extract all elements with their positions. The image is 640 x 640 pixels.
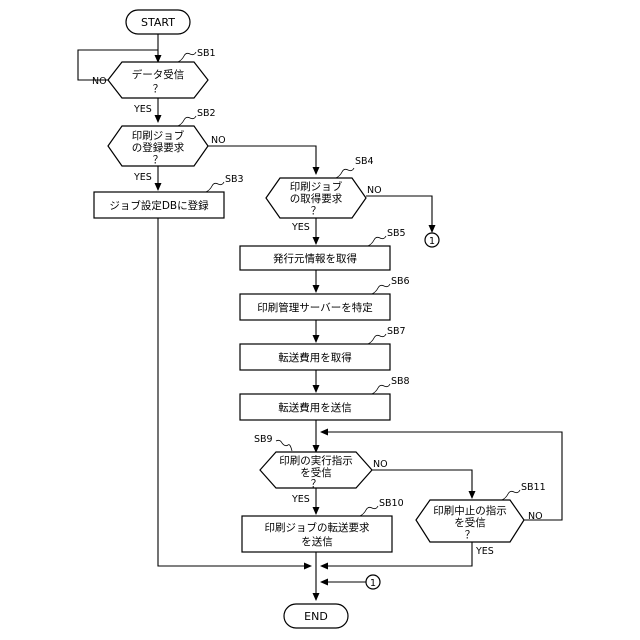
process-sb8: 転送費用を送信 bbox=[240, 394, 390, 420]
start-label: START bbox=[141, 16, 175, 29]
step-tags: SB1 SB2 SB3 SB4 SB5 SB6 SB7 SB8 SB9 SB10… bbox=[178, 48, 546, 516]
start-terminal: START bbox=[126, 10, 190, 34]
arrow-sb4-no-connector bbox=[366, 196, 432, 232]
decision-sb4: 印刷ジョブ の取得要求 ？ bbox=[266, 178, 366, 218]
sb1-line-2: ？ bbox=[153, 83, 164, 95]
sb6-tag: SB6 bbox=[391, 276, 410, 287]
sb1-no-label: NO bbox=[92, 76, 107, 87]
sb9-yes-label: YES bbox=[291, 494, 310, 505]
sb10-tag: SB10 bbox=[379, 498, 404, 509]
sb8-leader bbox=[372, 384, 390, 394]
sb1-leader bbox=[178, 52, 196, 62]
sb4-yes-label: YES bbox=[291, 222, 310, 233]
decision-sb11: 印刷中止の指示 を受信 ？ bbox=[416, 500, 524, 542]
sb3-tag: SB3 bbox=[225, 174, 244, 185]
sb9-line-3: ？ bbox=[311, 478, 322, 490]
process-sb7: 転送費用を取得 bbox=[240, 344, 390, 370]
sb2-no-label: NO bbox=[211, 135, 226, 146]
sb5-tag: SB5 bbox=[387, 228, 406, 239]
decision-sb1: データ受信 ？ bbox=[108, 62, 208, 98]
sb11-line-2: を受信 bbox=[454, 517, 486, 529]
sb11-line-1: 印刷中止の指示 bbox=[433, 504, 507, 517]
sb11-no-label: NO bbox=[528, 511, 543, 522]
connector-in: 1 bbox=[366, 575, 380, 589]
connector-out-label: 1 bbox=[429, 236, 435, 247]
sb5-text: 発行元情報を取得 bbox=[273, 252, 357, 265]
arrow-sb9-sb11 bbox=[370, 470, 472, 498]
process-sb3: ジョブ設定DBに登録 bbox=[94, 192, 224, 218]
sb11-tag: SB11 bbox=[521, 482, 546, 493]
sb6-leader bbox=[372, 284, 390, 294]
sb8-tag: SB8 bbox=[391, 376, 410, 387]
sb9-leader bbox=[276, 440, 292, 451]
sb2-tag: SB2 bbox=[197, 108, 216, 119]
sb4-tag: SB4 bbox=[355, 156, 374, 167]
sb1-line-1: データ受信 bbox=[132, 68, 185, 81]
arrow-sb2-sb4 bbox=[208, 146, 316, 174]
sb3-leader bbox=[206, 182, 224, 192]
connector-out: 1 bbox=[425, 233, 439, 247]
sb2-line-1: 印刷ジョブ bbox=[132, 129, 185, 142]
sb4-no-label: NO bbox=[367, 185, 382, 196]
process-sb5: 発行元情報を取得 bbox=[240, 246, 390, 270]
sb7-text: 転送費用を取得 bbox=[278, 351, 352, 364]
sb10-line-1: 印刷ジョブの転送要求 bbox=[265, 521, 370, 534]
process-sb6: 印刷管理サーバーを特定 bbox=[240, 294, 390, 320]
sb10-line-2: を送信 bbox=[301, 535, 333, 548]
sb2-leader bbox=[178, 116, 196, 126]
sb2-yes-label: YES bbox=[133, 172, 152, 183]
sb5-leader bbox=[368, 236, 386, 246]
sb3-text: ジョブ設定DBに登録 bbox=[109, 199, 209, 212]
sb11-line-3: ？ bbox=[465, 529, 476, 541]
sb9-line-1: 印刷の実行指示 bbox=[279, 454, 353, 467]
sb9-no-label: NO bbox=[373, 459, 388, 470]
end-label: END bbox=[304, 610, 328, 623]
sb7-tag: SB7 bbox=[387, 326, 406, 337]
sb1-yes-label: YES bbox=[133, 104, 152, 115]
end-terminal: END bbox=[284, 604, 348, 628]
sb2-line-3: ？ bbox=[153, 154, 164, 166]
sb7-leader bbox=[368, 334, 386, 344]
sb4-leader bbox=[336, 168, 354, 178]
sb4-line-1: 印刷ジョブ bbox=[290, 180, 343, 193]
decision-sb2: 印刷ジョブ の登録要求 ？ bbox=[108, 126, 208, 166]
sb11-yes-label: YES bbox=[475, 546, 494, 557]
process-sb10: 印刷ジョブの転送要求 を送信 bbox=[242, 516, 392, 552]
sb1-tag: SB1 bbox=[197, 48, 216, 59]
sb4-line-3: ？ bbox=[311, 205, 322, 217]
sb8-text: 転送費用を送信 bbox=[278, 401, 352, 414]
decision-sb9: 印刷の実行指示 を受信 ？ bbox=[260, 452, 372, 490]
connector-in-label: 1 bbox=[370, 578, 376, 589]
sb6-text: 印刷管理サーバーを特定 bbox=[257, 301, 373, 314]
sb10-leader bbox=[360, 506, 378, 516]
sb9-tag: SB9 bbox=[254, 434, 273, 445]
sb4-line-2: の取得要求 bbox=[290, 193, 343, 205]
sb11-leader bbox=[502, 490, 520, 500]
sb2-line-2: の登録要求 bbox=[132, 141, 185, 154]
